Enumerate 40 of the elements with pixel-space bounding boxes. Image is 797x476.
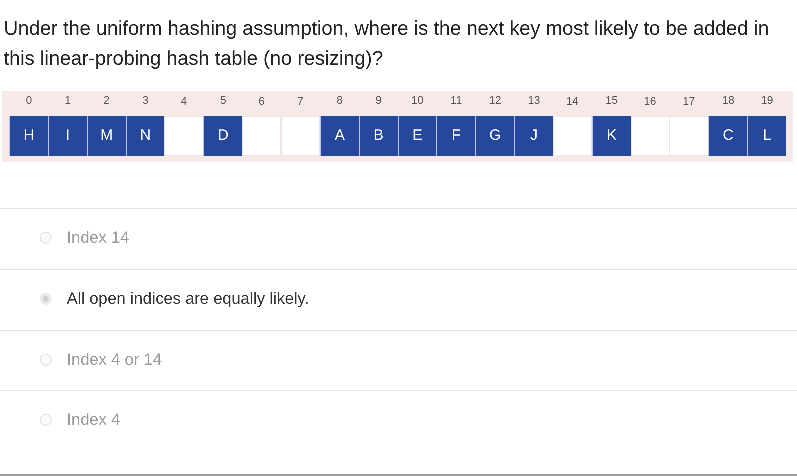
key-letter: D xyxy=(218,127,229,145)
key-letter: M xyxy=(100,127,114,145)
key-letter: N xyxy=(140,127,152,145)
key-letter: F xyxy=(452,127,462,145)
index-number: 16 xyxy=(643,96,658,109)
index-number: 9 xyxy=(374,95,383,108)
option-label: Index 4 or 14 xyxy=(67,350,162,370)
index-number: 11 xyxy=(450,95,464,108)
key-letter: G xyxy=(490,127,502,145)
index-number: 13 xyxy=(527,95,542,108)
key-letter: E xyxy=(412,127,423,145)
index-number: 8 xyxy=(336,95,344,108)
index-number: 4 xyxy=(180,96,188,109)
index-number: 2 xyxy=(102,95,111,108)
index-number: 14 xyxy=(565,96,580,109)
key-letter: H xyxy=(24,127,35,145)
option-label: All open indices are equally likely. xyxy=(67,289,310,309)
index-number: 7 xyxy=(296,96,305,109)
key-letter: C xyxy=(723,127,734,145)
option-label: Index 14 xyxy=(67,228,130,248)
question-text: Under the uniform hashing assumption, where is the next key most likely to be added in this linear-probing hash table (no resizing)? xyxy=(4,17,770,72)
index-number: 19 xyxy=(760,95,774,108)
key-letter: J xyxy=(530,127,538,145)
index-number: 17 xyxy=(682,96,696,109)
index-number: 6 xyxy=(258,96,266,109)
option-label: Index 4 xyxy=(67,410,120,430)
key-letter: K xyxy=(606,127,617,145)
index-number: 18 xyxy=(721,95,736,108)
key-letter: B xyxy=(374,127,384,145)
index-number: 0 xyxy=(25,95,34,108)
hash-table-strip xyxy=(2,91,793,162)
index-number: 15 xyxy=(604,95,620,108)
key-letter: I xyxy=(66,127,70,145)
index-number: 10 xyxy=(410,95,425,108)
key-letter: L xyxy=(763,127,772,145)
key-letter: A xyxy=(334,127,345,145)
index-number: 1 xyxy=(64,95,72,108)
index-number: 12 xyxy=(488,95,502,108)
index-number: 5 xyxy=(219,95,228,108)
index-number: 3 xyxy=(142,95,150,108)
